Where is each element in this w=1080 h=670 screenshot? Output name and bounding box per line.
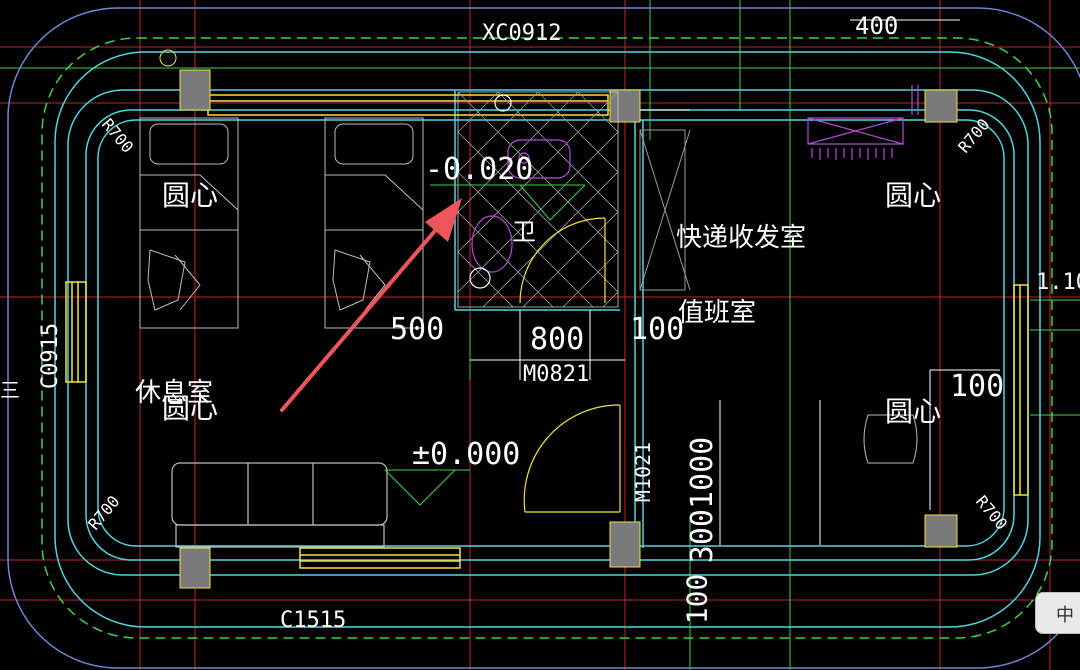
window-label-top: XC0912 xyxy=(482,21,562,46)
center-mark-4: 圆心 xyxy=(885,395,942,428)
dimension-vertical: 3001000 xyxy=(685,436,721,564)
window-label-bottom: C1515 xyxy=(280,608,347,633)
center-mark-3: 圆心 xyxy=(885,179,942,212)
columns xyxy=(179,69,958,589)
level-bath: -0.020 xyxy=(425,152,534,187)
dimension-lines xyxy=(159,19,1000,545)
corner-tab[interactable]: 中 xyxy=(1035,592,1080,634)
bathroom-tiles xyxy=(457,91,619,308)
door-label-main: M1021 xyxy=(631,441,656,503)
annotation-arrow xyxy=(280,198,462,412)
room-duty: 值班室 xyxy=(678,298,757,328)
chair xyxy=(863,414,918,464)
outer-contours xyxy=(7,7,1080,669)
dimension-400: 400 xyxy=(855,12,899,40)
door-label-bath: M0821 xyxy=(523,362,590,387)
room-courier: 快递收发室 xyxy=(676,223,807,253)
bed-right xyxy=(324,117,424,329)
window-label-left: C0915 xyxy=(38,322,64,390)
dimension-500: 500 xyxy=(390,312,445,347)
bed-left xyxy=(139,117,239,329)
room-bath: 卫 xyxy=(512,218,536,246)
corner-tab-glyph: 中 xyxy=(1056,605,1074,626)
bath-fixtures xyxy=(469,94,571,289)
left-edge-text: 三 xyxy=(0,378,20,402)
dimension-100-b: 100 xyxy=(950,369,1005,404)
sofa xyxy=(171,462,388,548)
dimension-100-c: 100 xyxy=(680,573,714,625)
dimension-800: 800 xyxy=(530,322,585,357)
room-rest: 休息室 xyxy=(135,378,214,408)
dimension-right: 1.10 xyxy=(1036,270,1080,295)
doors xyxy=(519,217,621,513)
windows xyxy=(65,94,1029,569)
center-mark-1: 圆心 xyxy=(162,179,219,212)
ac-unit xyxy=(807,85,919,160)
level-floor: ±0.000 xyxy=(412,437,521,472)
dimension-100-a: 100 xyxy=(630,312,685,347)
center-mark-2: 圆心 xyxy=(162,392,219,425)
